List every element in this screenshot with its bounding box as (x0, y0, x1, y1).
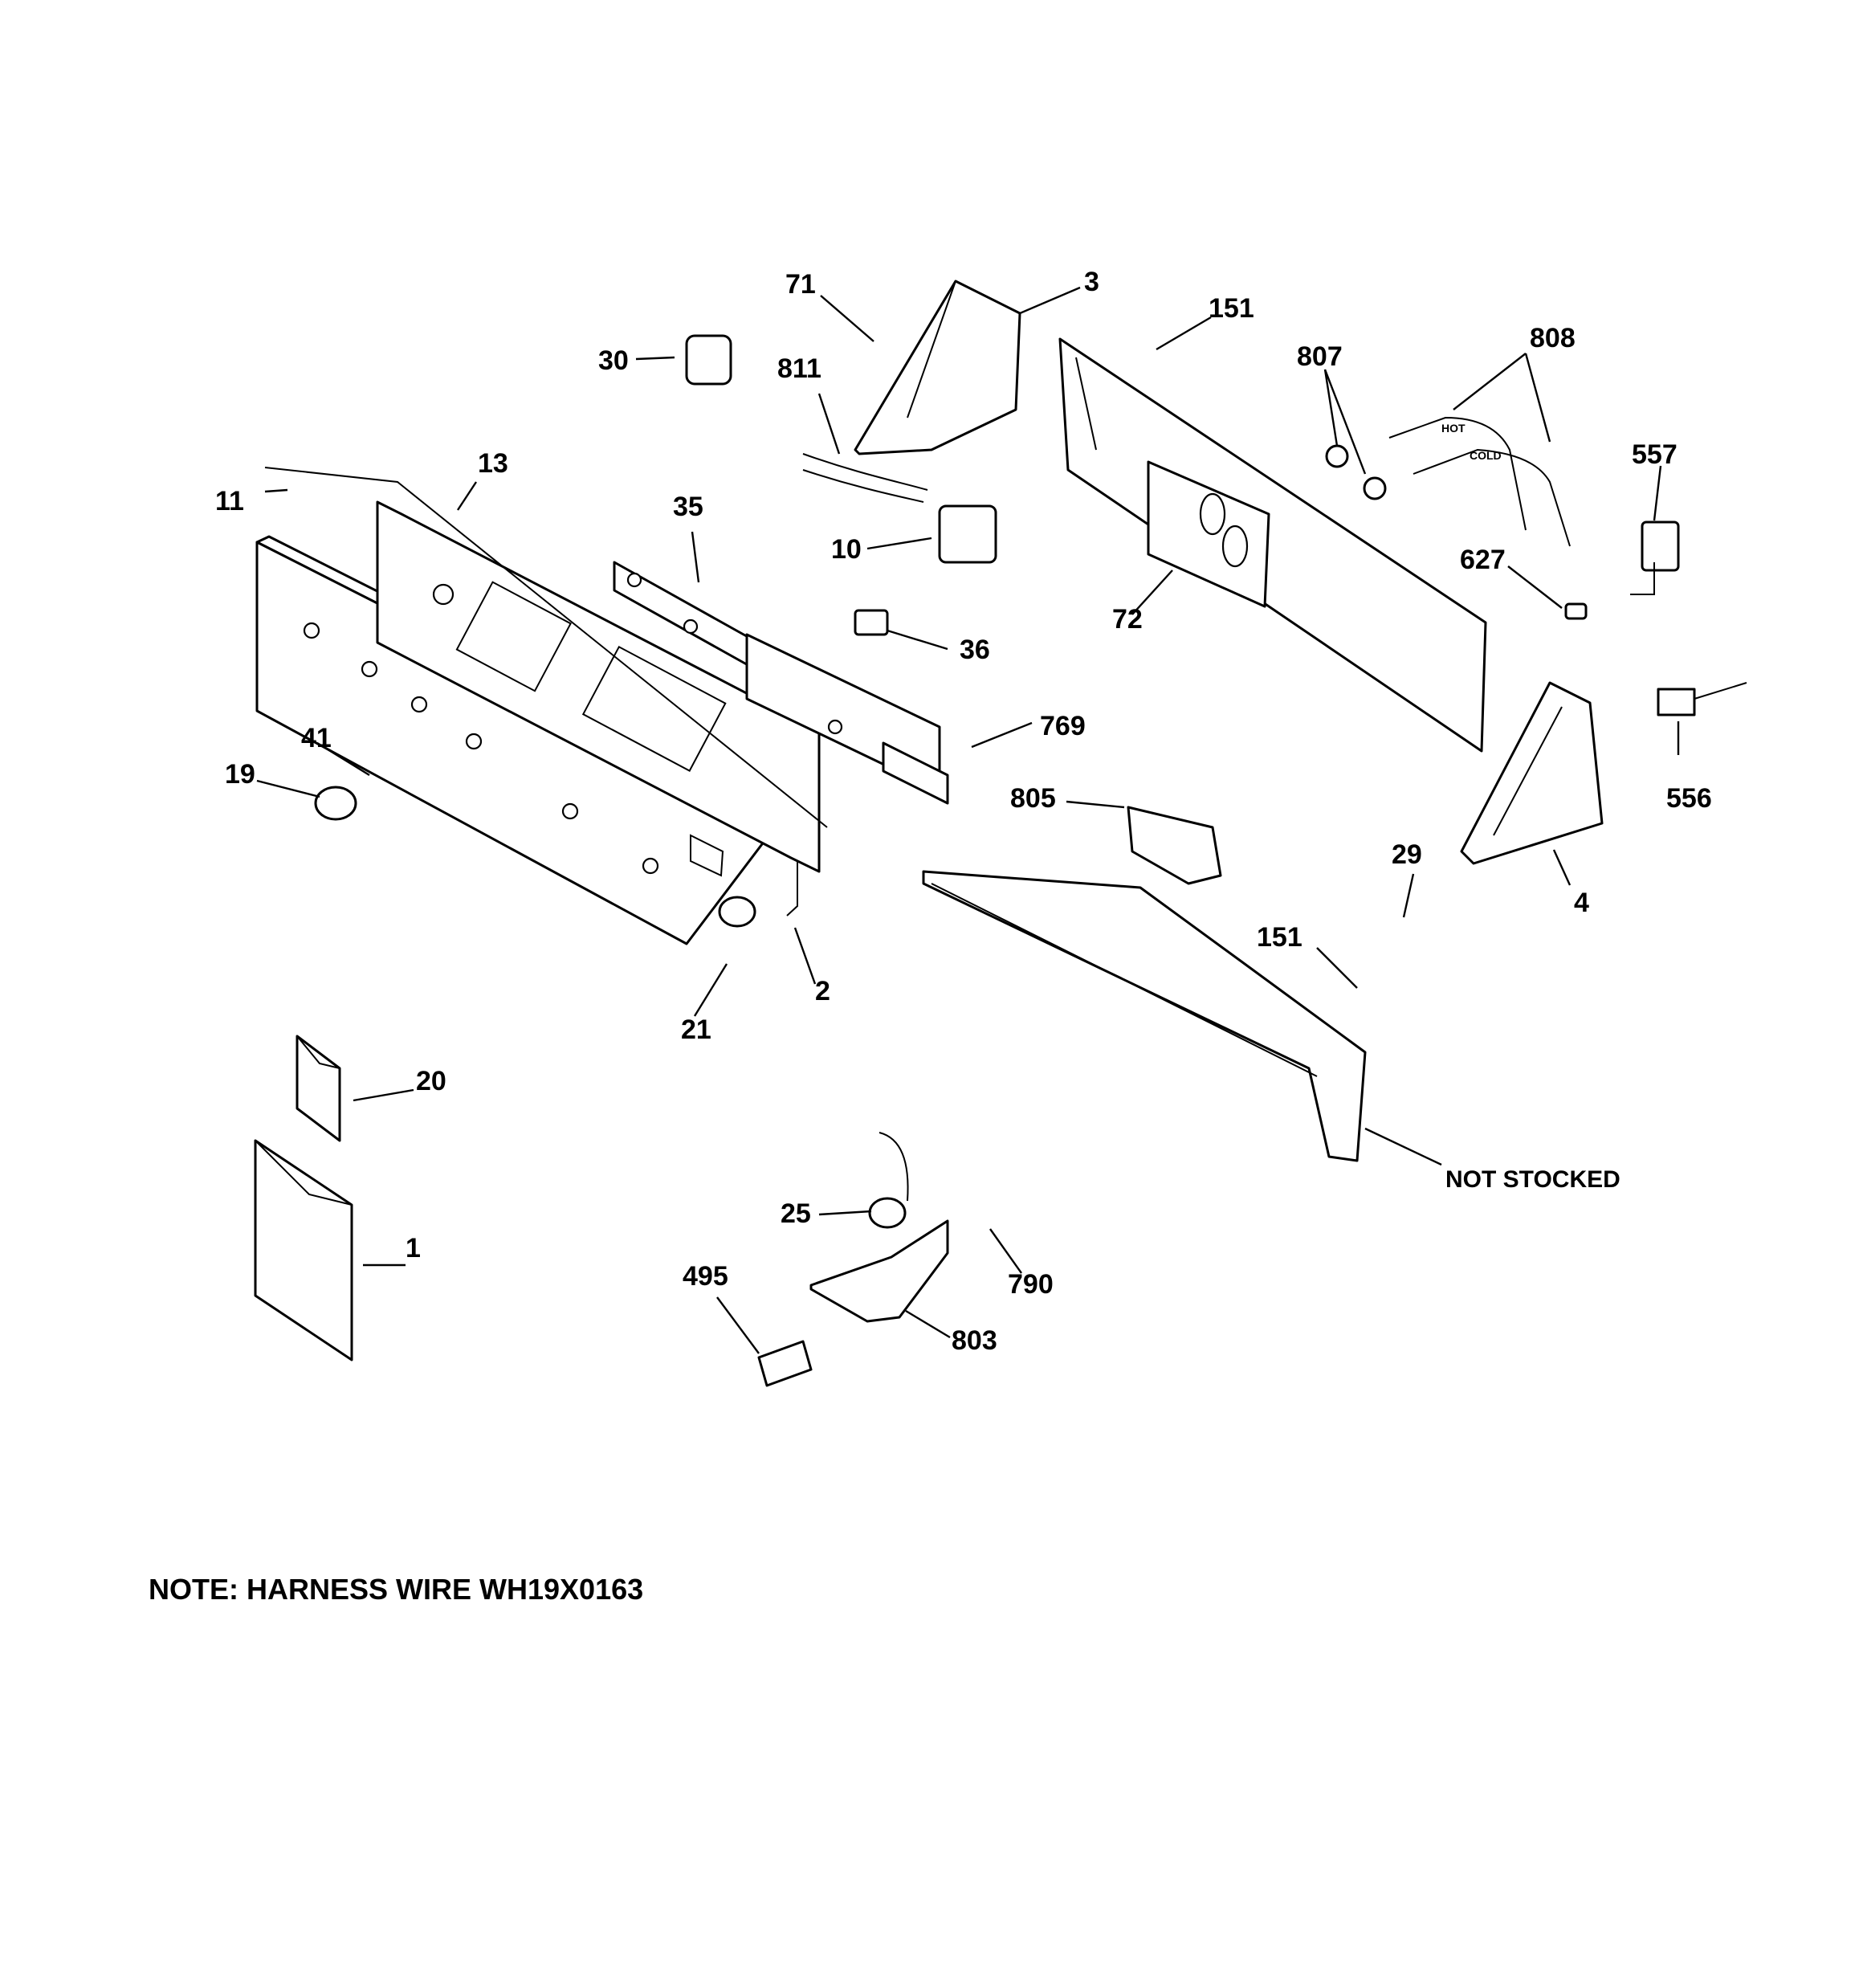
part-72-rear-panel (1058, 337, 1487, 753)
callout-35: 35 (673, 492, 703, 522)
callout-19: 19 (225, 759, 255, 790)
callout-3: 3 (1084, 267, 1099, 297)
callout-25: 25 (781, 1198, 811, 1229)
part-805-water-valve (1127, 806, 1222, 885)
callout-10: 10 (831, 534, 862, 565)
callout-36: 36 (960, 635, 990, 665)
callout-11: 11 (215, 486, 244, 516)
callout-1: 1 (406, 1233, 421, 1263)
part-556-connector (1657, 682, 1747, 716)
hose-label-cold: COLD (1470, 449, 1502, 462)
callout-808: 808 (1530, 323, 1576, 353)
callout-20: 20 (416, 1066, 446, 1096)
callout-41: 41 (301, 723, 332, 753)
part-30-capacitor (685, 334, 732, 386)
part-627-cap (1564, 602, 1588, 620)
part-10-pressure-switch (938, 504, 997, 564)
part-3-left-bracket (854, 280, 1021, 455)
part-19-knob (314, 786, 357, 821)
part-20-card (296, 1035, 341, 1142)
callout-790: 790 (1008, 1269, 1054, 1300)
callout-495: 495 (683, 1261, 728, 1292)
part-not-stocked-rail (922, 870, 1367, 1162)
callout-807: 807 (1297, 341, 1343, 372)
callout-803: 803 (952, 1325, 997, 1356)
callout-21: 21 (681, 1014, 711, 1045)
callout-805: 805 (1010, 783, 1056, 814)
callout-29: 29 (1392, 839, 1422, 870)
callout-811: 811 (777, 353, 821, 384)
callout-151-top: 151 (1209, 293, 1254, 324)
hose-label-hot: HOT (1441, 422, 1466, 435)
harness-wire-note: NOTE: HARNESS WIRE WH19X0163 (149, 1573, 644, 1606)
callout-not-stocked: NOT STOCKED (1445, 1166, 1620, 1193)
callout-4: 4 (1574, 888, 1589, 918)
part-36-connector (854, 609, 889, 636)
part-25-sensor (868, 1132, 909, 1229)
part-21-knob (718, 896, 756, 928)
part-803-dispenser (809, 1219, 949, 1323)
callout-30: 30 (598, 345, 629, 376)
callout-769: 769 (1040, 711, 1086, 741)
part-811-hose (802, 453, 928, 503)
callout-labels: 71 3 151 807 808 30 811 557 13 11 35 10 … (215, 267, 1712, 1356)
callout-556: 556 (1666, 783, 1712, 814)
part-4-right-bracket (1460, 681, 1604, 865)
part-35-ui-board (613, 561, 949, 805)
callout-2: 2 (815, 976, 830, 1006)
callout-71: 71 (785, 269, 816, 300)
part-495-clip (757, 1340, 813, 1387)
part-808-hoses: HOT COLD (1388, 416, 1571, 547)
part-807-washers (1325, 444, 1387, 500)
callout-151-bottom: 151 (1257, 922, 1302, 953)
callout-13: 13 (478, 448, 508, 479)
callout-627: 627 (1460, 545, 1506, 575)
part-557-switch (1630, 520, 1680, 595)
callout-557: 557 (1632, 439, 1678, 470)
part-13-panel-frame (264, 467, 828, 877)
part-1-envelope (254, 1139, 353, 1361)
callout-72: 72 (1112, 604, 1143, 635)
leader-lines (256, 286, 1680, 1354)
